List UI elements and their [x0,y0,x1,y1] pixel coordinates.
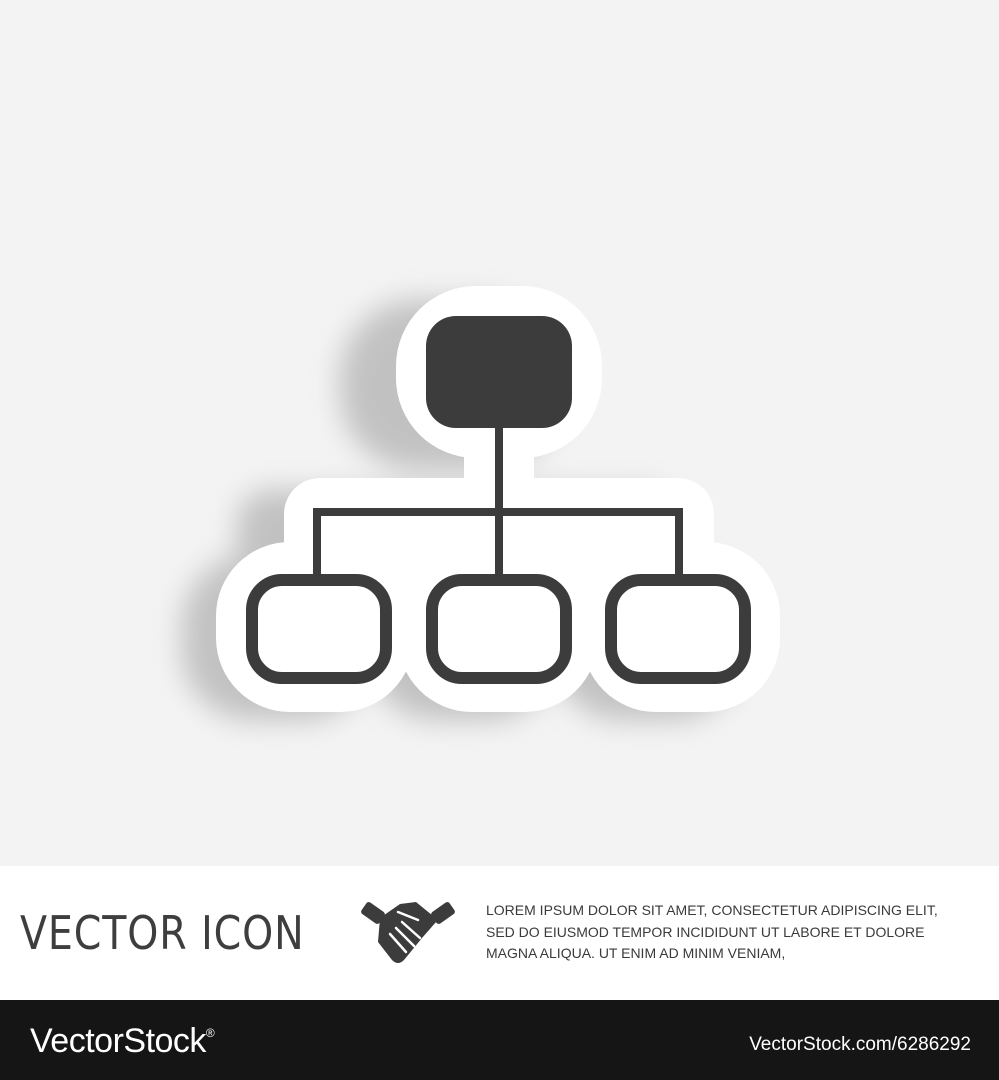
lorem-line: LOREM IPSUM DOLOR SIT AMET, CONSECTETUR … [486,902,938,918]
lorem-line: SED DO EIUSMOD TEMPOR INCIDIDUNT UT LABO… [486,923,925,940]
image-id-link[interactable]: VectorStock.com/6286292 [749,1034,971,1055]
child-node-left [246,574,392,684]
lorem-line: MAGNA ALIQUA. UT ENIM AD MINIM VENIAM, [486,945,786,961]
trademark-symbol: ® [205,1026,215,1040]
branch-line [313,508,683,516]
watermark-footer: VectorStock® VectorStock.com/6286292 [0,1000,999,1080]
vectorstock-logo: VectorStock® [30,1022,215,1061]
illustration-canvas [182,286,780,720]
banner-title: VECTOR ICON [20,906,305,960]
top-node [426,316,572,428]
right-drop-line [675,508,683,576]
info-banner: VECTOR ICON LOREM IPSUM DOLOR SIT AMET, … [0,866,999,1000]
lorem-text: LOREM IPSUM DOLOR SIT AMET, CONSECTETUR … [486,900,986,965]
trunk-line [495,426,503,576]
org-chart-glyph [246,316,751,684]
left-drop-line [313,508,321,576]
child-node-right [605,574,751,684]
brand-name: VectorStock [30,1022,206,1060]
hierarchy-org-chart-icon [182,286,780,720]
child-node-center [426,574,572,684]
handshake-icon [361,902,455,963]
